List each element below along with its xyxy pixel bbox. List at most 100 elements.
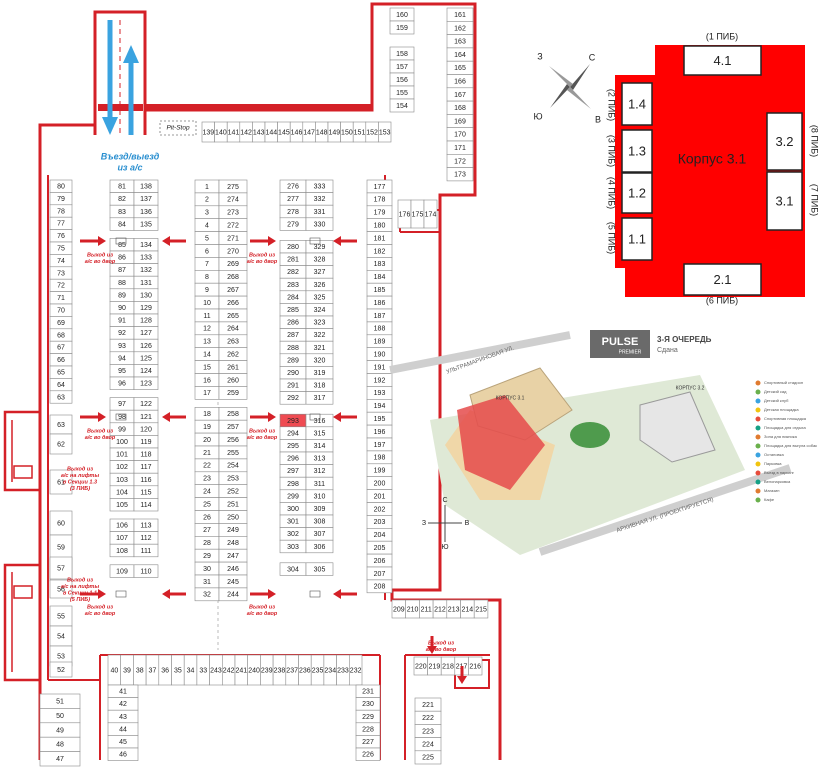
parking-space-number: 220	[415, 663, 427, 670]
parking-space-number: 32	[203, 592, 211, 599]
parking-space-number: 53	[57, 653, 65, 660]
parking-space-number: 63	[57, 422, 65, 429]
parking-space-number: 79	[57, 196, 65, 203]
parking-space-number: 38	[136, 667, 144, 674]
legend-item: Спортивная площадка	[764, 416, 807, 421]
parking-space-number: 218	[442, 663, 454, 670]
parking-space-number: 6	[205, 248, 209, 255]
parking-space-number: 139	[202, 129, 214, 136]
parking-space-number: 118	[140, 452, 151, 459]
stairs-icon	[115, 590, 127, 598]
parking-space-number: 39	[123, 667, 131, 674]
parking-space-number: 284	[287, 294, 299, 301]
parking-space-number: 110	[140, 568, 151, 575]
parking-space-number: 258	[227, 411, 239, 418]
parking-space-number: 114	[140, 502, 151, 509]
parking-space-number: 89	[118, 292, 126, 299]
pib-label: (1 ПИБ)	[706, 31, 738, 41]
parking-space-number: 311	[314, 481, 325, 488]
stairs-icon	[115, 237, 127, 245]
parking-space-number: 74	[57, 258, 65, 265]
parking-space-number: 189	[374, 339, 386, 346]
parking-space-number: 316	[314, 418, 326, 425]
stairs-icon	[309, 413, 321, 421]
exit-arrow-head	[98, 236, 106, 246]
lift-icon	[13, 465, 33, 479]
parking-space-number: 232	[350, 667, 362, 674]
parking-space-number: 86	[118, 255, 126, 262]
parking-space-number: 144	[265, 129, 277, 136]
parking-space-number: 137	[140, 196, 152, 203]
parking-space-number: 162	[454, 25, 466, 32]
parking-space-number: 145	[278, 129, 290, 136]
parking-space-number: 224	[422, 742, 434, 749]
parking-space-number: 63	[57, 394, 65, 401]
parking-space-number: 105	[116, 502, 128, 509]
parking-space-number: 97	[118, 401, 126, 408]
parking-space-number: 65	[57, 370, 65, 377]
parking-space-number: 173	[454, 172, 466, 179]
parking-space-number: 47	[56, 756, 64, 763]
parking-space-number: 1	[205, 184, 209, 191]
parking-space-number: 60	[57, 520, 65, 527]
parking-space-number: 230	[362, 701, 374, 708]
parking-space-number: 41	[119, 689, 127, 696]
parking-space-number: 30	[203, 566, 211, 573]
street	[389, 331, 571, 374]
parking-space-number: 229	[362, 714, 374, 721]
parking-space-number: 160	[396, 12, 408, 19]
parking-space-number: 297	[287, 468, 299, 475]
parking-space-number: 213	[448, 606, 460, 613]
compass-west: З	[422, 520, 426, 527]
exit-lift-label: в Секции 1.3	[63, 479, 97, 485]
parking-space-number: 146	[291, 129, 303, 136]
exit-yard-label: Выход из	[428, 640, 454, 646]
parking-space-number: 166	[454, 78, 466, 85]
parking-space-174	[423, 199, 438, 229]
legend-icon	[755, 470, 761, 476]
legend-item: Спортивный стадион	[764, 380, 803, 385]
street	[538, 464, 792, 556]
parking-space-number: 208	[374, 584, 386, 591]
parking-space-number: 31	[203, 579, 211, 586]
building-title: Корпус 3.1	[678, 151, 747, 167]
parking-space-number: 102	[116, 464, 128, 471]
parking-space-number: 125	[140, 355, 152, 362]
parking-space-number: 271	[227, 235, 239, 242]
exit-arrow-head	[162, 589, 170, 599]
parking-space-number: 133	[140, 255, 152, 262]
parking-space-216	[468, 656, 483, 676]
parking-space-number: 84	[118, 221, 126, 228]
legend-item: Остановка	[764, 452, 785, 457]
parking-space-number: 127	[140, 330, 152, 337]
parking-space-number: 50	[56, 713, 64, 720]
exit-yard-label: Выход из	[87, 604, 113, 610]
compass-icon	[567, 87, 591, 109]
parking-space-number: 172	[454, 158, 466, 165]
parking-space-number: 241	[236, 667, 248, 674]
parking-space-number: 64	[57, 382, 65, 389]
parking-space-number: 282	[287, 269, 299, 276]
parking-space-number: 169	[454, 118, 466, 125]
exit-yard-label: а/с во двор	[426, 647, 457, 653]
parking-space-number: 17	[203, 390, 211, 397]
pib-label: (7 ПИБ)	[810, 184, 820, 216]
parking-space-number: 194	[374, 403, 386, 410]
parking-space-number: 76	[57, 233, 65, 240]
legend-icon	[755, 461, 761, 467]
parking-space-215	[473, 599, 489, 619]
exit-arrow-head	[427, 646, 437, 654]
parking-space-number: 281	[287, 257, 299, 264]
parking-space-number: 62	[57, 441, 65, 448]
parking-space-number: 237	[286, 667, 298, 674]
parking-space-259	[218, 386, 248, 400]
parking-space-number: 42	[119, 701, 127, 708]
parking-space-number: 93	[118, 343, 126, 350]
parking-space-number: 90	[118, 305, 126, 312]
parking-space-number: 252	[227, 488, 239, 495]
parking-space-number: 327	[314, 269, 326, 276]
pit-stop-label: Pit-Stop	[166, 125, 190, 132]
parking-space-number: 304	[287, 566, 299, 573]
parking-space-244	[218, 587, 248, 602]
parking-space-number: 108	[116, 548, 128, 555]
